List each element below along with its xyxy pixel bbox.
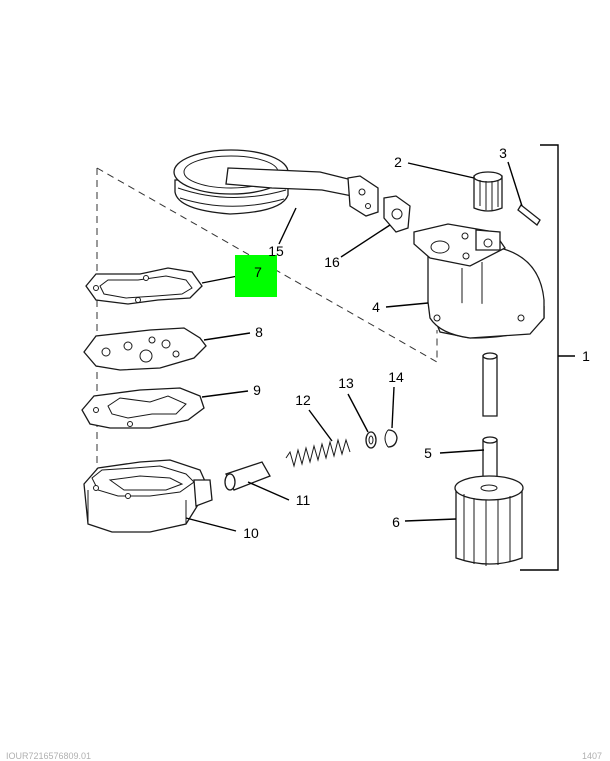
callout-4: 4	[372, 299, 380, 315]
leader-6	[404, 518, 457, 522]
part-4-pump-body	[413, 223, 545, 339]
part-8-plate	[83, 327, 207, 371]
part-7-gasket	[85, 267, 203, 305]
callout-7-highlight	[235, 255, 277, 297]
callout-9: 9	[253, 382, 261, 398]
part-13-washer	[365, 431, 377, 449]
leader-11	[247, 481, 290, 501]
part-15-pickup-screen	[173, 149, 379, 217]
part-3-pin	[517, 204, 541, 226]
leader-14	[391, 386, 395, 429]
leader-13	[347, 393, 369, 433]
leader-12	[308, 409, 333, 442]
callout-2: 2	[394, 154, 402, 170]
part-6-gear	[454, 475, 524, 566]
leader-3	[507, 161, 523, 207]
callout-8: 8	[255, 324, 263, 340]
assembly-bracket	[520, 144, 559, 571]
leader-9	[201, 390, 249, 398]
callout-3: 3	[499, 145, 507, 161]
callout-1: 1	[582, 348, 590, 364]
callout-10: 10	[243, 525, 259, 541]
footer-code-left: IOUR7216576809.01	[6, 751, 92, 761]
leader-2	[407, 162, 475, 179]
callout-14: 14	[388, 369, 404, 385]
part-14-retaining-ring	[384, 429, 398, 448]
footer-code-right: 1407	[581, 751, 602, 761]
part-11-valve	[224, 461, 271, 491]
leader-8	[203, 332, 251, 341]
callout-11: 11	[296, 492, 311, 508]
callout-15: 15	[268, 243, 284, 259]
part-12-spring	[285, 438, 351, 468]
dashed-guide	[96, 167, 438, 363]
part-2-drive-gear	[473, 171, 503, 212]
callout-16: 16	[324, 254, 340, 270]
leader-15	[278, 207, 297, 245]
part-9-gasket	[81, 387, 205, 429]
leader-4	[385, 302, 429, 308]
part-10-cover	[83, 459, 213, 533]
callout-13: 13	[338, 375, 354, 391]
callout-7: 7	[254, 264, 262, 280]
leader-5	[439, 449, 485, 454]
part-16-gasket	[383, 195, 411, 233]
callout-6: 6	[392, 514, 400, 530]
leader-16	[340, 224, 391, 258]
leader-10	[185, 517, 237, 532]
callout-12: 12	[295, 392, 311, 408]
callout-5: 5	[424, 445, 432, 461]
